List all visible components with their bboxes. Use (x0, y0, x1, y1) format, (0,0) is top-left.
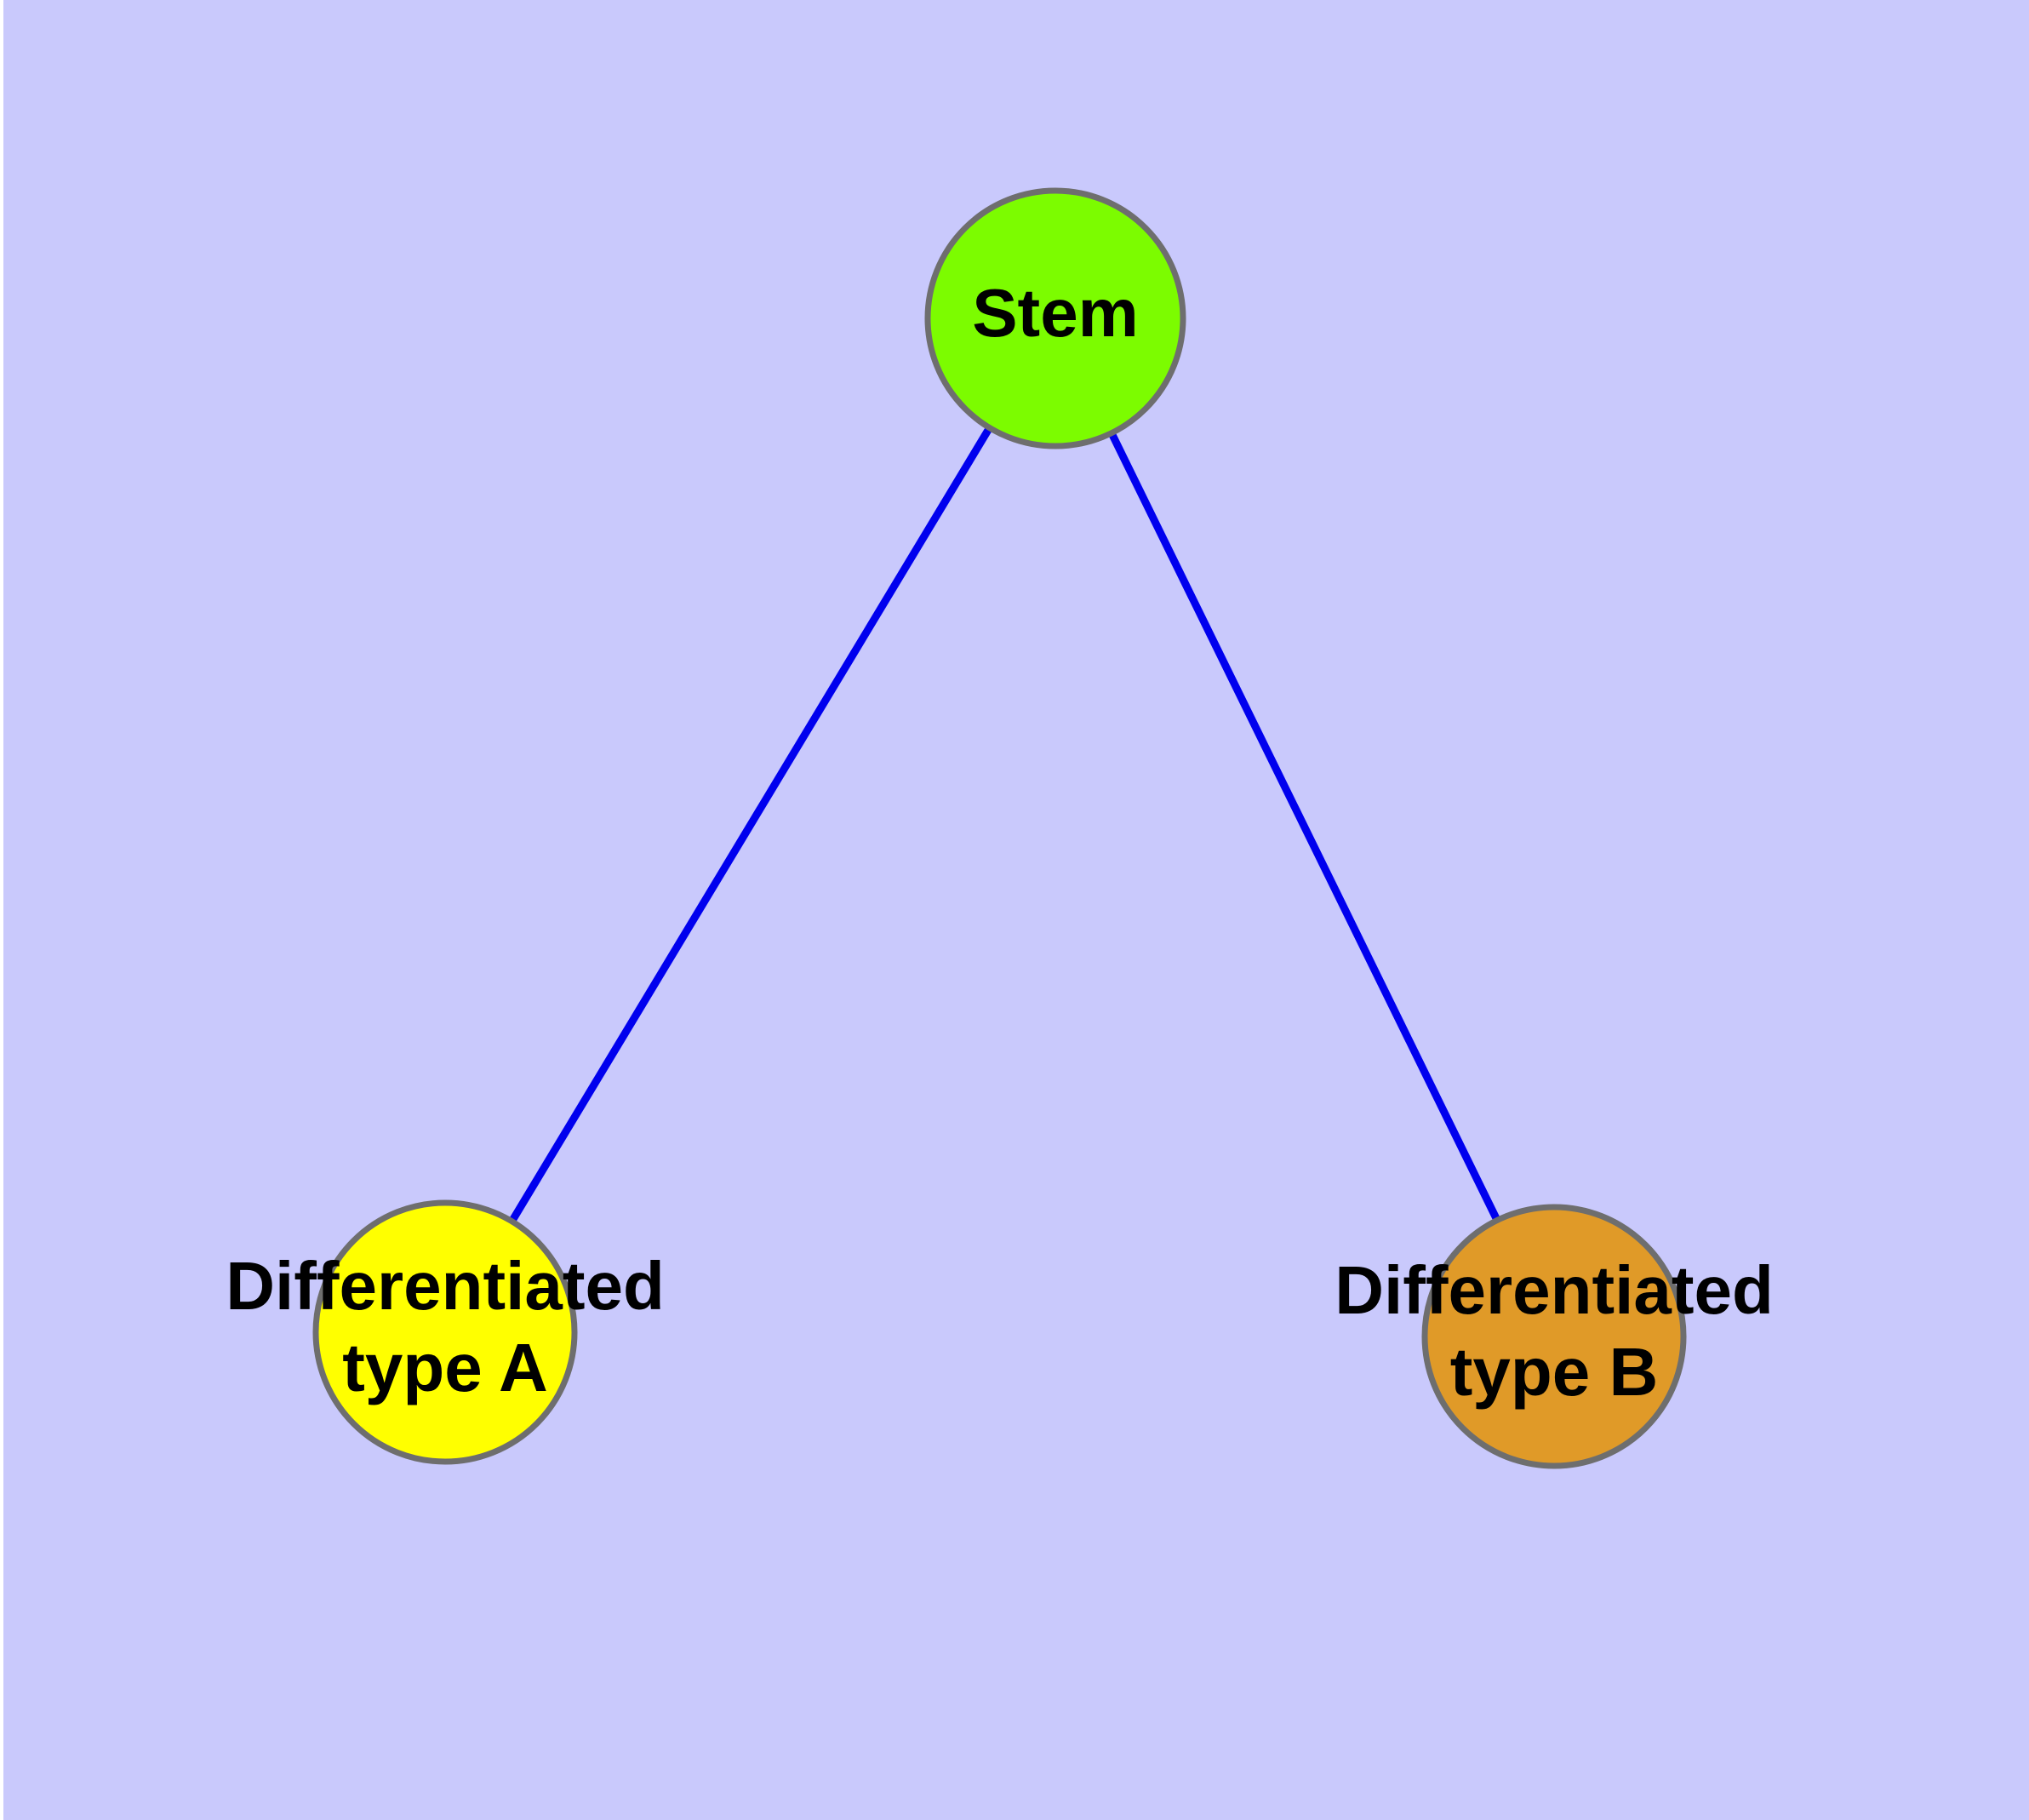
node-label-type-b-line1: Differentiated (1335, 1252, 1774, 1328)
node-circle-type-b[interactable] (1421, 1204, 1687, 1469)
node-label-type-b-line2: type B (1450, 1334, 1659, 1410)
edge-layer (508, 426, 1501, 1224)
edge-stem-to-type-b[interactable] (1107, 431, 1501, 1222)
node-differentiated-type-a[interactable] (312, 1199, 578, 1465)
left-margin-strip (0, 0, 3, 1820)
node-label-type-a-line2: type A (342, 1330, 548, 1405)
node-differentiated-type-b[interactable] (1421, 1204, 1687, 1469)
node-circle-stem[interactable] (924, 187, 1186, 449)
edge-stem-to-type-a[interactable] (508, 426, 993, 1224)
node-stem[interactable] (924, 187, 1186, 449)
node-label-type-a-line1: Differentiated (226, 1248, 665, 1324)
node-label-stem: Stem (972, 275, 1139, 351)
node-circle-type-a[interactable] (312, 1199, 578, 1465)
label-layer: Stem Differentiated type A Differentiate… (226, 275, 1774, 1410)
